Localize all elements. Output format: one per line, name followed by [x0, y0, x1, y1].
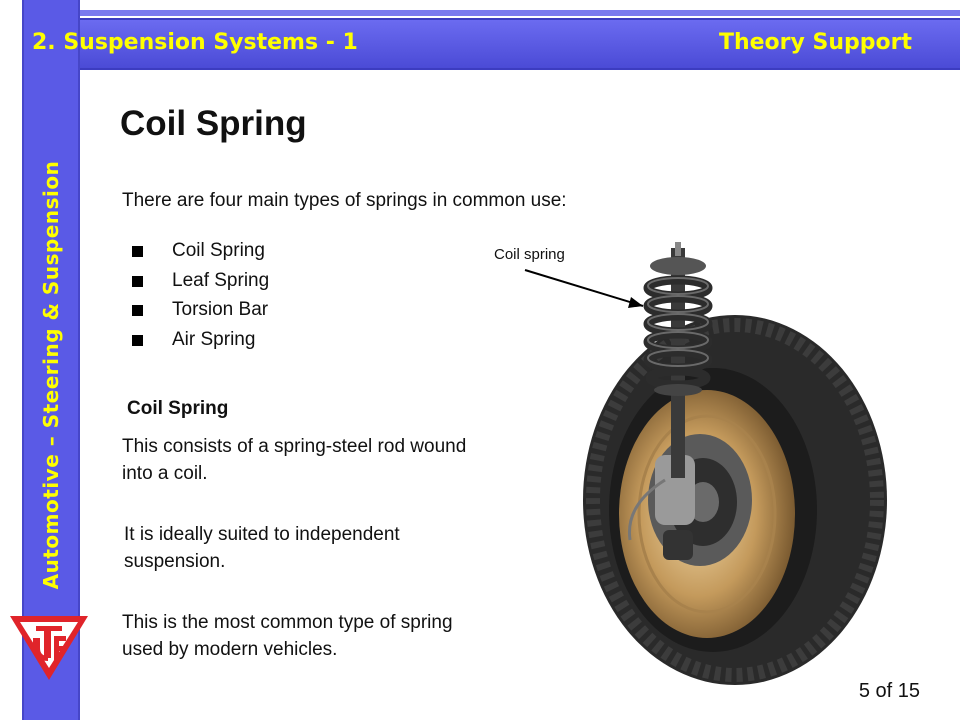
list-item: Torsion Bar	[132, 298, 269, 328]
square-bullet-icon	[132, 275, 143, 287]
list-item: Leaf Spring	[132, 269, 269, 299]
description-paragraph: This consists of a spring-steel rod woun…	[122, 436, 467, 484]
wheel-coil-spring-illustration	[524, 242, 887, 685]
section-subheading: Coil Spring	[127, 398, 229, 419]
intro-text: There are four main types of springs in …	[122, 190, 567, 211]
list-item: Air Spring	[132, 328, 269, 358]
square-bullet-icon	[132, 334, 143, 346]
course-title: 2. Suspension Systems - 1	[32, 30, 358, 55]
square-bullet-icon	[132, 305, 143, 316]
university-logo-icon	[10, 616, 88, 680]
image-callout-label: Coil spring	[494, 246, 565, 263]
slide-title: Coil Spring	[120, 104, 307, 143]
description-paragraph: This is the most common type of spring u…	[122, 612, 453, 660]
sidebar-band	[22, 0, 80, 720]
header-stripe	[22, 10, 960, 16]
list-item: Coil Spring	[132, 239, 269, 269]
header-band	[22, 18, 960, 70]
square-bullet-icon	[132, 246, 143, 257]
vertical-course-title: Automotive – Steering & Suspension	[39, 160, 63, 590]
page-indicator: 5 of 15	[858, 680, 920, 702]
spring-type-list: Coil Spring Leaf Spring Torsion Bar Air …	[132, 239, 269, 357]
description-paragraph: It is ideally suited to independent susp…	[124, 524, 400, 572]
section-label: Theory Support	[718, 30, 912, 55]
